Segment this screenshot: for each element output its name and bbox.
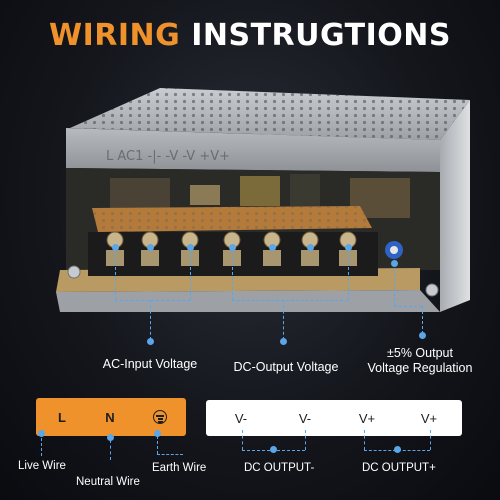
marker-dot <box>307 244 314 251</box>
marker-dot <box>154 430 161 437</box>
neutral-wire-label: Neutral Wire <box>76 476 140 488</box>
panel-markings: L AC1 -|- -V -V +V+ <box>106 149 230 164</box>
leader-line <box>242 430 243 450</box>
leader-line <box>394 306 422 307</box>
title-highlight: WIRING <box>49 18 181 53</box>
marker-dot <box>345 244 352 251</box>
leader-line <box>190 252 191 300</box>
leader-line <box>422 306 423 334</box>
ac-terminal-strip: L N <box>36 398 186 436</box>
leader-line <box>232 252 233 300</box>
leader-line <box>283 300 284 340</box>
leader-line <box>110 440 111 460</box>
marker-dot <box>187 244 194 251</box>
leader-line <box>232 300 348 301</box>
terminal-v-minus: V- <box>234 410 248 426</box>
marker-dot <box>269 244 276 251</box>
marker-dot <box>391 260 398 267</box>
leader-line <box>115 252 116 300</box>
title-rest: INSTRUGTIONS <box>191 18 451 53</box>
earth-ground-icon <box>153 410 167 424</box>
dc-output-neg-label: DC OUTPUT- <box>244 462 315 474</box>
leader-line <box>364 430 365 450</box>
leader-line <box>150 300 151 340</box>
terminal-v-plus: V+ <box>420 410 438 426</box>
marker-dot <box>419 332 426 339</box>
leader-line <box>394 268 395 306</box>
leader-line <box>157 454 183 455</box>
marker-dot <box>112 244 119 251</box>
terminal-earth <box>148 398 172 436</box>
leader-line <box>157 436 158 454</box>
ac-input-label: AC-Input Voltage <box>102 357 198 371</box>
dc-output-label: DC-Output Voltage <box>233 360 339 374</box>
marker-dot <box>280 338 287 345</box>
live-wire-label: Live Wire <box>18 460 66 472</box>
leader-line <box>115 300 190 301</box>
leader-line <box>348 252 349 300</box>
terminal-live: L <box>58 409 66 425</box>
dc-terminal-strip: V- V- V+ V+ <box>206 400 462 436</box>
marker-dot <box>394 446 401 453</box>
leader-line <box>305 430 306 450</box>
marker-dot <box>147 244 154 251</box>
terminal-v-minus: V- <box>298 410 312 426</box>
marker-dot <box>270 446 277 453</box>
dc-output-pos-label: DC OUTPUT+ <box>362 462 436 474</box>
leader-line <box>430 430 431 450</box>
marker-dot <box>38 430 45 437</box>
terminal-neutral: N <box>105 409 115 425</box>
earth-wire-label: Earth Wire <box>152 462 207 474</box>
terminal-v-plus: V+ <box>358 410 376 426</box>
regulation-label: ±5% Output Voltage Regulation <box>367 346 473 375</box>
marker-dot <box>107 434 114 441</box>
page-title: WIRING INSTRUGTIONS <box>0 18 500 53</box>
marker-dot <box>147 338 154 345</box>
marker-dot <box>229 244 236 251</box>
leader-line <box>41 438 42 456</box>
